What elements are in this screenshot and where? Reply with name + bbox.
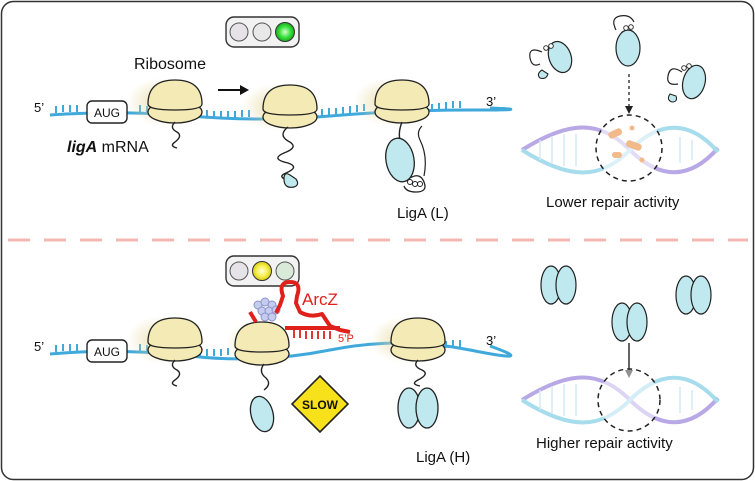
three-prime-label-bottom: 3’ [486,333,496,348]
svg-text:SLOW: SLOW [302,398,339,412]
repair-label-low: Lower repair activity [546,194,680,211]
direction-arrow [218,85,249,95]
ribosome-label: Ribosome [134,56,206,73]
hfq-complex [253,297,281,322]
folded-dimer-2 [611,302,648,342]
traffic-light-yellow [225,255,300,287]
misfolded-protein-2 [613,15,641,67]
folded-dimer-3 [675,275,712,315]
dna-damaged [520,114,720,182]
ribosome-bottom-3 [370,316,446,429]
arcz-srna [248,280,351,339]
top-panel: Ribosome 5’ 3’ AUG ligA mRNA [34,15,720,222]
five-prime-label-bottom: 5’ [34,339,44,354]
dashed-arrow-top [625,74,633,114]
misfolded-protein-3 [667,63,707,103]
dna-repaired [520,368,720,432]
mrna-label: ligA mRNA [67,139,149,156]
arcz-label: ArcZ [302,290,338,309]
repair-label-high: Higher repair activity [536,435,673,452]
ribosome-bottom-1 [127,316,203,387]
traffic-light-green [225,16,300,48]
start-codon-box: AUG [86,100,128,124]
five-prime-p-label: 5’P [338,333,354,345]
misfolded-protein-1 [529,40,573,80]
ribosome-2 [242,83,318,188]
ribosome-stalled [226,320,290,433]
folded-dimer-1 [540,265,577,305]
product-label-high: LigA (H) [416,449,470,466]
ribosome-1 [127,78,203,149]
svg-text:AUG: AUG [94,106,120,120]
ribosome-3 [354,78,430,193]
start-codon-box-bottom: AUG [86,339,128,363]
svg-text:AUG: AUG [94,345,120,359]
slow-sign: SLOW [290,374,350,434]
product-label-low: LigA (L) [397,205,449,222]
five-prime-label: 5’ [34,100,44,115]
three-prime-label: 3’ [486,94,496,109]
bottom-panel: 5’ 3’ AUG [34,255,720,466]
